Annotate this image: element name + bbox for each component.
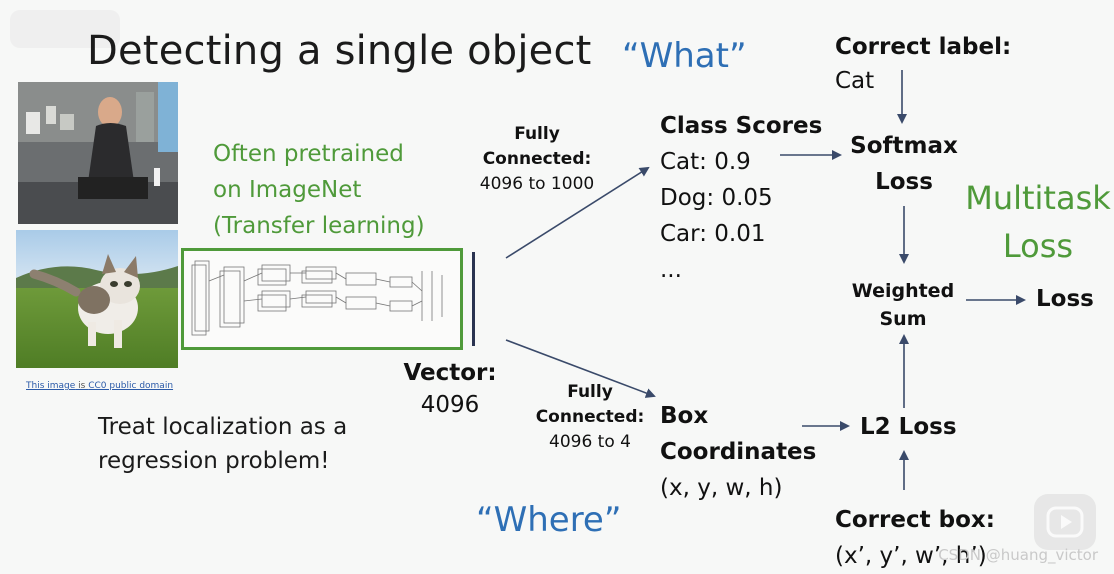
total-loss: Loss xyxy=(1036,286,1094,312)
correct-box-value: (x’, y’, w’, h’) xyxy=(835,543,987,569)
correct-label-value: Cat xyxy=(835,68,875,94)
fc-bottom-line-2: Connected: xyxy=(524,405,656,430)
slide-title: Detecting a single object xyxy=(87,28,592,74)
play-icon xyxy=(1046,506,1084,538)
correct-label-header: Correct label: xyxy=(835,34,1012,60)
pretrained-line-3: (Transfer learning) xyxy=(213,213,425,239)
class-score-item: Dog: 0.05 xyxy=(660,185,773,211)
correct-box-header: Correct box: xyxy=(835,507,995,533)
speaker-photo xyxy=(18,82,178,224)
class-scores: Class Scores Cat: 0.9 Dog: 0.05 Car: 0.0… xyxy=(660,108,822,288)
arrow-fc-bottom xyxy=(505,339,656,398)
arrow-fc-top xyxy=(505,166,650,259)
vector-title: Vector: xyxy=(403,360,497,386)
class-score-item: ... xyxy=(660,257,682,283)
softmax-loss: Softmax Loss xyxy=(842,128,966,200)
play-button[interactable] xyxy=(1034,494,1096,550)
fc-bottom-label: Fully Connected: 4096 to 4 xyxy=(524,380,656,455)
fc-top-connected: Connected: xyxy=(482,149,592,169)
box-line-1: Box xyxy=(660,403,709,429)
fc-top-dims: 4096 to 1000 xyxy=(479,174,595,194)
multitask-line-2: Loss xyxy=(1002,227,1074,265)
fc-bottom-connected: Connected: xyxy=(535,407,645,427)
multitask-loss: Multitask Loss xyxy=(962,174,1114,270)
correct-box: Correct box: (x’, y’, w’, h’) xyxy=(835,502,995,574)
class-score-item: Car: 0.01 xyxy=(660,221,766,247)
treat-line-1: Treat localization as a xyxy=(98,414,348,440)
fc-bottom-dims: 4096 to 4 xyxy=(549,432,631,452)
softmax-line-2: Loss xyxy=(875,169,933,195)
credit-link-license[interactable]: CC0 public domain xyxy=(88,381,174,391)
fc-top-line-2: Connected: xyxy=(470,147,604,172)
softmax-line-1: Softmax xyxy=(850,133,958,159)
fc-top-label: Fully Connected: 4096 to 1000 xyxy=(470,122,604,197)
cnn-architecture-diagram xyxy=(181,248,463,350)
weighted-sum: Weighted Sum xyxy=(846,277,960,333)
pretrained-line-2: on ImageNet xyxy=(213,177,362,203)
multitask-line-1: Multitask xyxy=(965,179,1111,217)
watermark: CSDN @huang_victor xyxy=(938,546,1098,564)
pretrained-text: Often pretrained on ImageNet (Transfer l… xyxy=(213,136,425,244)
where-label: “Where” xyxy=(476,500,622,540)
box-line-3: (x, y, w, h) xyxy=(660,475,783,501)
vector-bar xyxy=(472,252,475,346)
pretrained-line-1: Often pretrained xyxy=(213,141,404,167)
credit-link-image[interactable]: This image xyxy=(26,381,76,391)
box-line-2: Coordinates xyxy=(660,439,817,465)
image-credit: This image is CC0 public domain xyxy=(26,381,173,391)
box-coordinates: Box Coordinates (x, y, w, h) xyxy=(660,398,816,506)
fc-top-line-1: Fully xyxy=(514,124,560,144)
correct-label: Correct label: Cat xyxy=(835,30,1011,98)
what-label: “What” xyxy=(622,36,747,76)
credit-mid: is xyxy=(75,381,89,391)
vector-label: Vector: 4096 xyxy=(400,360,500,418)
treat-line-2: regression problem! xyxy=(98,448,330,474)
class-scores-header: Class Scores xyxy=(660,113,823,139)
class-score-item: Cat: 0.9 xyxy=(660,149,751,175)
weighted-line-1: Weighted xyxy=(851,280,955,302)
treat-localization-text: Treat localization as a regression probl… xyxy=(98,410,347,478)
video-control-chip[interactable] xyxy=(10,10,120,48)
fc-bottom-line-1: Fully xyxy=(567,382,613,402)
l2-loss: L2 Loss xyxy=(860,414,957,440)
vector-size: 4096 xyxy=(420,392,480,418)
weighted-line-2: Sum xyxy=(879,308,927,330)
cat-photo xyxy=(16,230,178,368)
